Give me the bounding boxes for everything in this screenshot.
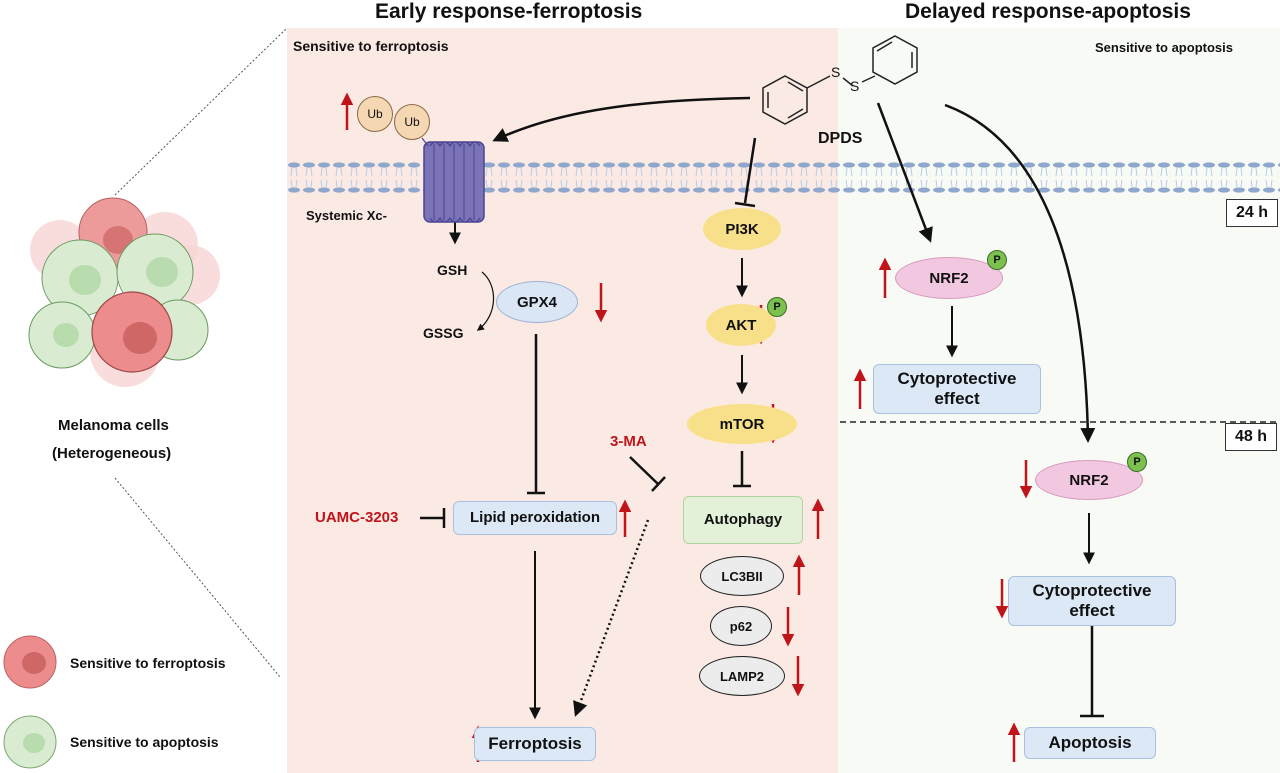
melanoma-cells-icon — [28, 197, 220, 387]
cytoprotective-48h-line2: effect — [1069, 601, 1115, 620]
inhibit-dpds-pi3k — [743, 137, 757, 204]
apoptosis-node: Apoptosis — [1024, 727, 1156, 759]
xc-label: Systemic Xc- — [306, 208, 387, 223]
cytoprotective-48h-line1: Cytoprotective — [1032, 580, 1152, 600]
cytoprotective-48h-node: Cytoprotective effect — [1008, 576, 1176, 626]
zoom-line-top — [114, 27, 288, 196]
lc3bii-node: LC3BII — [700, 556, 784, 596]
title-early-response: Early response-ferroptosis — [375, 0, 643, 23]
dpds-label: DPDS — [818, 130, 863, 147]
uamc-3203-label: UAMC-3203 — [315, 509, 399, 526]
timepoint-24h: 24 h — [1226, 199, 1278, 227]
lipid-peroxidation-node: Lipid peroxidation — [453, 501, 617, 535]
ferroptosis-node: Ferroptosis — [474, 727, 596, 761]
xc-transporter-icon — [421, 137, 485, 223]
legend-apoptosis-label: Sensitive to apoptosis — [70, 734, 219, 750]
ubiquitin-2: Ub — [394, 104, 430, 140]
gsh-label: GSH — [437, 262, 468, 278]
arrow-dpds-nrf2-24h — [876, 102, 933, 243]
cytoprotective-24h-node: Cytoprotective effect — [873, 364, 1041, 414]
autophagy-node: Autophagy — [683, 496, 803, 544]
akt-phospho-badge: P — [767, 297, 787, 317]
cytoprotective-24h-line1: Cytoprotective — [897, 368, 1017, 388]
dpds-sulfur-2: S — [850, 78, 860, 94]
panel-ferroptosis — [287, 28, 838, 773]
panel-ferroptosis-label: Sensitive to ferroptosis — [293, 38, 449, 54]
dpds-sulfur-1: S — [831, 64, 841, 80]
panel-apoptosis-label: Sensitive to apoptosis — [1095, 40, 1233, 55]
cells-caption-line2: (Heterogeneous) — [52, 445, 172, 462]
inhibit-3ma-autophagy — [629, 456, 659, 485]
dpds-structure-icon — [762, 35, 918, 125]
ubiquitin-1: Ub — [357, 96, 393, 132]
nrf2-24h-phospho-badge: P — [987, 250, 1007, 270]
3-ma-label: 3-MA — [610, 433, 647, 450]
title-delayed-response: Delayed response-apoptosis — [905, 0, 1191, 23]
zoom-line-bottom — [114, 477, 281, 678]
lamp2-node: LAMP2 — [699, 656, 785, 696]
nrf2-48h-phospho-badge: P — [1127, 452, 1147, 472]
nrf2-48h-node: NRF2 — [1035, 460, 1143, 500]
arrow-gsh-gssg — [476, 271, 495, 331]
cells-caption-line1: Melanoma cells — [58, 417, 169, 434]
gpx4-node: GPX4 — [496, 281, 578, 323]
akt-node: AKT — [706, 304, 776, 346]
p62-node: p62 — [710, 606, 772, 646]
arrow-autophagy-ferroptosis — [573, 519, 650, 717]
cytoprotective-24h-line2: effect — [934, 389, 980, 408]
gssg-label: GSSG — [423, 325, 464, 341]
legend-ferroptosis-cell-icon — [3, 635, 57, 689]
timepoint-48h: 48 h — [1225, 423, 1277, 451]
legend-apoptosis-cell-icon — [3, 715, 57, 769]
arrow-dpds-nrf2-48h — [944, 103, 1096, 443]
arrow-dpds-to-xc — [492, 96, 751, 142]
nrf2-24h-node: NRF2 — [895, 257, 1003, 299]
pi3k-node: PI3K — [703, 208, 781, 250]
legend-ferroptosis-label: Sensitive to ferroptosis — [70, 655, 226, 671]
mtor-node: mTOR — [687, 404, 797, 444]
